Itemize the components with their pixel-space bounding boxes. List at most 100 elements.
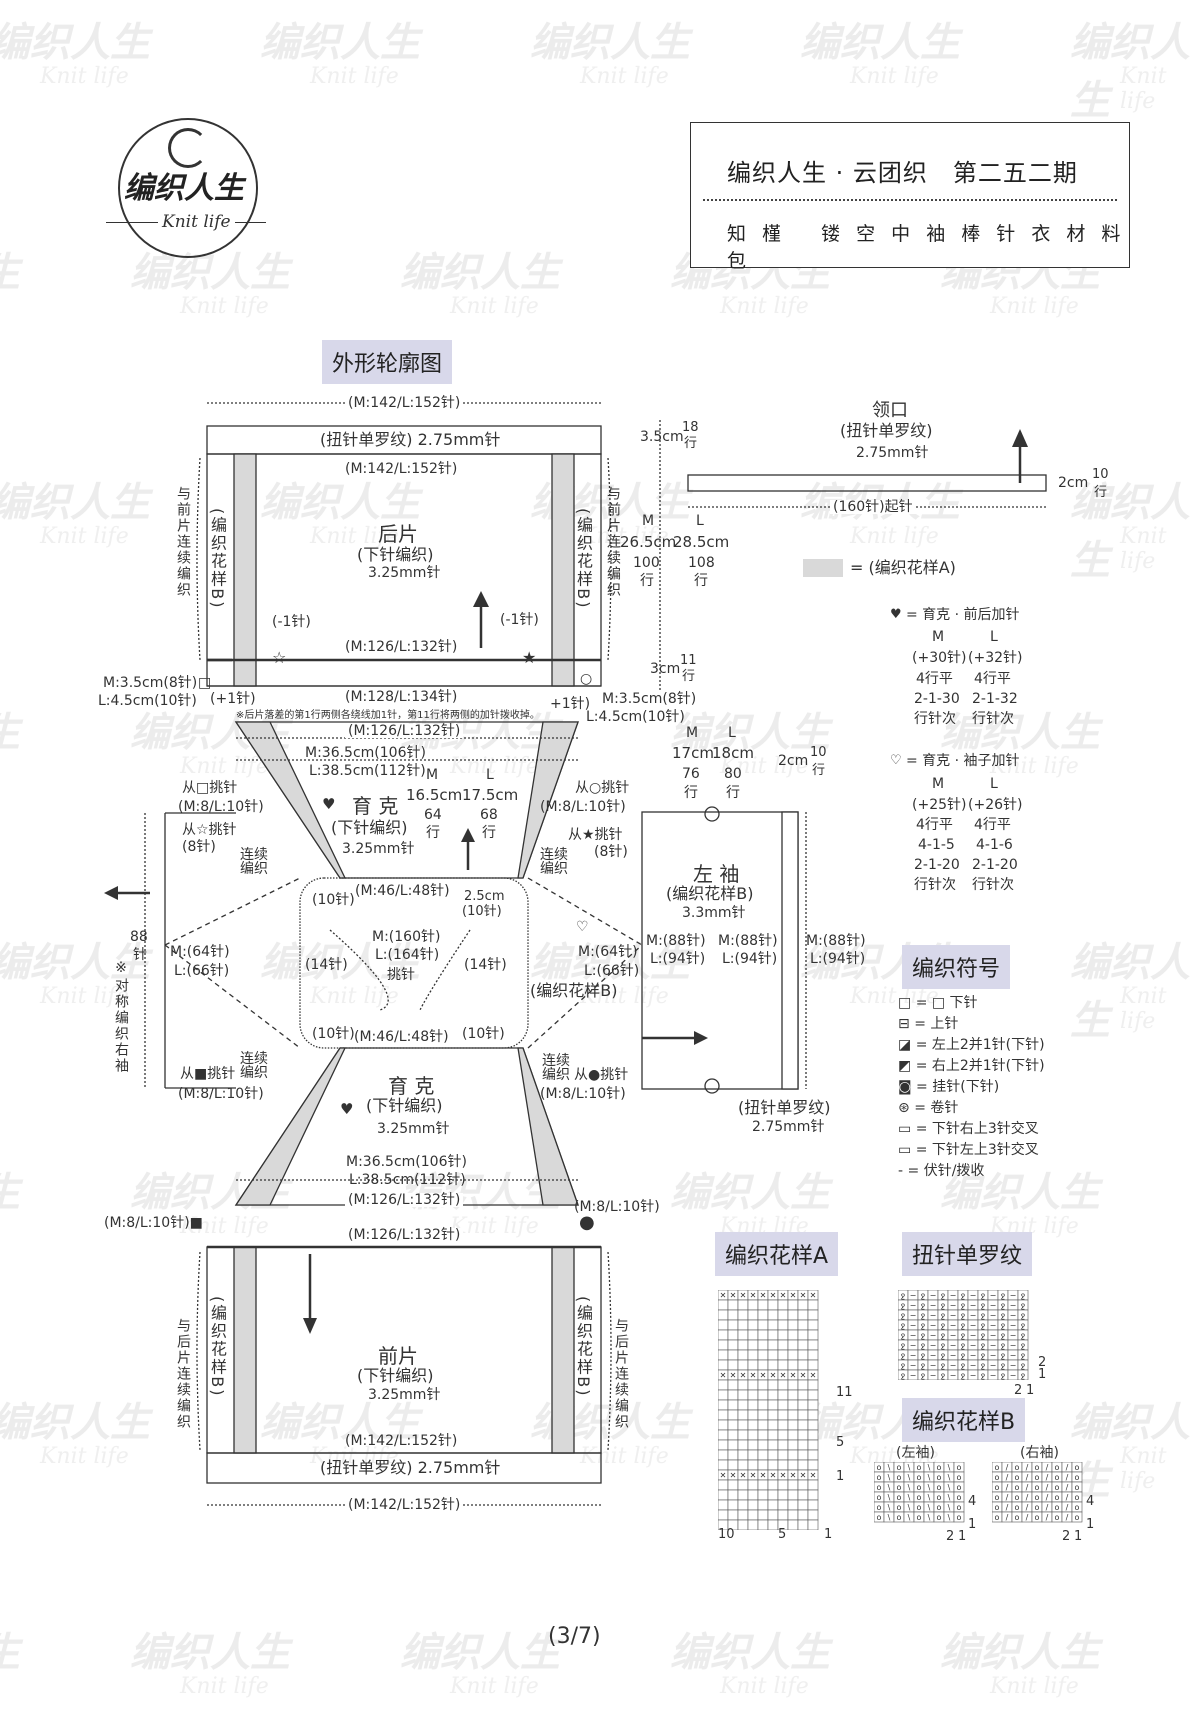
chart-cell bbox=[797, 1299, 809, 1311]
chart-cell bbox=[777, 1339, 789, 1351]
pick-right-bottom-b: (M:8/L:10针) bbox=[540, 1086, 626, 1102]
chart-cell bbox=[777, 1399, 789, 1411]
chart-cell bbox=[797, 1499, 809, 1511]
chart-cell-symbol: o bbox=[937, 1493, 942, 1502]
yoke-bottom-cont-left: 连续编织 bbox=[240, 1051, 268, 1081]
yoke-top-m-cm: M:36.5cm(106针) bbox=[305, 745, 426, 761]
right-sleeve-note: ※对称编织右袖 bbox=[113, 960, 129, 1074]
chart-cell-symbol: ✕ bbox=[810, 1371, 817, 1380]
chart-cell bbox=[737, 1519, 749, 1530]
collar-right-rows: 10 bbox=[1092, 467, 1109, 482]
chart-cell-symbol: − bbox=[930, 1301, 937, 1310]
chart-cell bbox=[797, 1419, 809, 1431]
chart-cell-symbol: ջ bbox=[1021, 1311, 1025, 1320]
chart-cell bbox=[787, 1349, 799, 1361]
chart-cell-symbol: ջ bbox=[981, 1291, 985, 1300]
chart-cell-symbol: o bbox=[937, 1513, 942, 1522]
heart-open-icon: ♡ bbox=[890, 753, 902, 768]
chart-cell-symbol: o bbox=[917, 1483, 922, 1492]
chart-cell-symbol: ջ bbox=[941, 1291, 945, 1300]
chart-cell-symbol: / bbox=[1026, 1503, 1029, 1512]
back-left-side-note: 与前片连续编织 bbox=[175, 486, 191, 598]
chart-cell bbox=[737, 1329, 749, 1341]
chart-cell bbox=[718, 1489, 729, 1501]
chart-cell bbox=[747, 1429, 759, 1441]
chart-cell-symbol: ջ bbox=[901, 1351, 905, 1360]
chart-cell-symbol: − bbox=[970, 1371, 977, 1380]
chart-cell bbox=[797, 1319, 809, 1331]
chart-cell bbox=[797, 1359, 809, 1371]
watermark-subtext: Knit life bbox=[40, 64, 129, 89]
chart-a-col5: 5 bbox=[778, 1527, 787, 1542]
chart-cell-symbol: \ bbox=[888, 1483, 891, 1492]
left-sleeve-m2: M:(88针) bbox=[718, 933, 778, 949]
chart-cell bbox=[737, 1509, 749, 1521]
twisted-rib-title: 扭针单罗纹 bbox=[902, 1232, 1033, 1276]
chart-rib-c1: 1 bbox=[1026, 1383, 1035, 1398]
front-left-side-note: 与后片连续编织 bbox=[175, 1318, 191, 1430]
chart-cell bbox=[797, 1339, 809, 1351]
chart-cell-symbol: − bbox=[970, 1351, 977, 1360]
chart-cell bbox=[797, 1489, 809, 1501]
chart-cell-symbol: ✕ bbox=[760, 1471, 767, 1480]
chart-cell bbox=[727, 1299, 739, 1311]
chart-cell bbox=[718, 1409, 729, 1421]
chart-cell bbox=[777, 1389, 789, 1401]
chart-cell-symbol: o bbox=[937, 1503, 942, 1512]
chart-cell bbox=[787, 1509, 799, 1521]
symbol-item: ◙ = 挂针(下针) bbox=[898, 1076, 999, 1096]
yoke-top-width-126: (M:126/L:132针) bbox=[345, 724, 464, 738]
chart-cell-symbol: ջ bbox=[961, 1361, 965, 1370]
chart-cell-symbol: − bbox=[970, 1301, 977, 1310]
chart-cell bbox=[737, 1319, 749, 1331]
yoke-top-cont-right: 连续编织 bbox=[540, 847, 568, 877]
chart-cell bbox=[727, 1319, 739, 1331]
chart-cell-symbol: ջ bbox=[981, 1301, 985, 1310]
chart-cell bbox=[797, 1449, 809, 1461]
chart-cell bbox=[797, 1479, 809, 1491]
chart-cell bbox=[797, 1429, 809, 1441]
chart-cell-symbol: ջ bbox=[941, 1361, 945, 1370]
chart-cell-symbol: o bbox=[957, 1463, 962, 1472]
chart-cell-symbol: ջ bbox=[981, 1371, 985, 1380]
chart-rib-r1: 1 bbox=[1038, 1367, 1047, 1382]
chart-cell-symbol: − bbox=[930, 1311, 937, 1320]
left-sleeve-technique: (编织花样B) bbox=[666, 884, 754, 903]
chart-cell-symbol: ջ bbox=[901, 1371, 905, 1380]
chart-cell-symbol: o bbox=[995, 1513, 1000, 1522]
chart-cell-symbol: − bbox=[1010, 1361, 1017, 1370]
chart-cell-symbol: o bbox=[1075, 1503, 1080, 1512]
chart-bl-c2: 2 bbox=[946, 1529, 955, 1544]
chart-cell-symbol: ջ bbox=[1001, 1301, 1005, 1310]
sleeve-right-row-unit: 行 bbox=[812, 763, 826, 778]
pick-left-2: 从☆挑针 bbox=[182, 822, 237, 838]
chart-cell-symbol: \ bbox=[908, 1463, 911, 1472]
chart-cell-symbol: o bbox=[937, 1463, 942, 1472]
logo-text: 编织人生 bbox=[124, 171, 244, 206]
chart-cell-symbol: − bbox=[910, 1321, 917, 1330]
logo-subtext: Knit life bbox=[158, 214, 235, 231]
front-rib-label: (扭针单罗纹) 2.75mm针 bbox=[320, 1458, 501, 1477]
brand-logo: 编织人生 Knit life bbox=[96, 118, 276, 268]
chart-cell bbox=[767, 1399, 779, 1411]
header-box: 编织人生 · 云团织 第二五二期 知 槿 镂 空 中 袖 棒 针 衣 材 料 包 bbox=[690, 122, 1130, 272]
symbol-item: - = 伏针/拨收 bbox=[898, 1160, 984, 1180]
front-width-126: (M:126/L:132针) bbox=[345, 1228, 464, 1242]
chart-cell-symbol: ջ bbox=[921, 1291, 925, 1300]
chart-cell bbox=[767, 1499, 779, 1511]
sleeve-l-rows: 80 bbox=[724, 766, 742, 782]
chart-cell-symbol: ✕ bbox=[800, 1471, 807, 1480]
sleeve-m-row-unit: 行 bbox=[684, 785, 698, 801]
chart-cell-symbol: o bbox=[937, 1473, 942, 1482]
chart-cell-symbol: − bbox=[950, 1321, 957, 1330]
chart-bl-r4: 4 bbox=[968, 1494, 977, 1509]
watermark-subtext: Knit life bbox=[580, 524, 669, 549]
chart-cell bbox=[737, 1389, 749, 1401]
chart-cell-symbol: ջ bbox=[981, 1361, 985, 1370]
chart-cell bbox=[737, 1449, 749, 1461]
back-left-l: L:4.5cm(10针) bbox=[98, 693, 197, 709]
chart-cell-symbol: o bbox=[917, 1503, 922, 1512]
chart-cell-symbol: ջ bbox=[1001, 1291, 1005, 1300]
chart-cell bbox=[777, 1329, 789, 1341]
